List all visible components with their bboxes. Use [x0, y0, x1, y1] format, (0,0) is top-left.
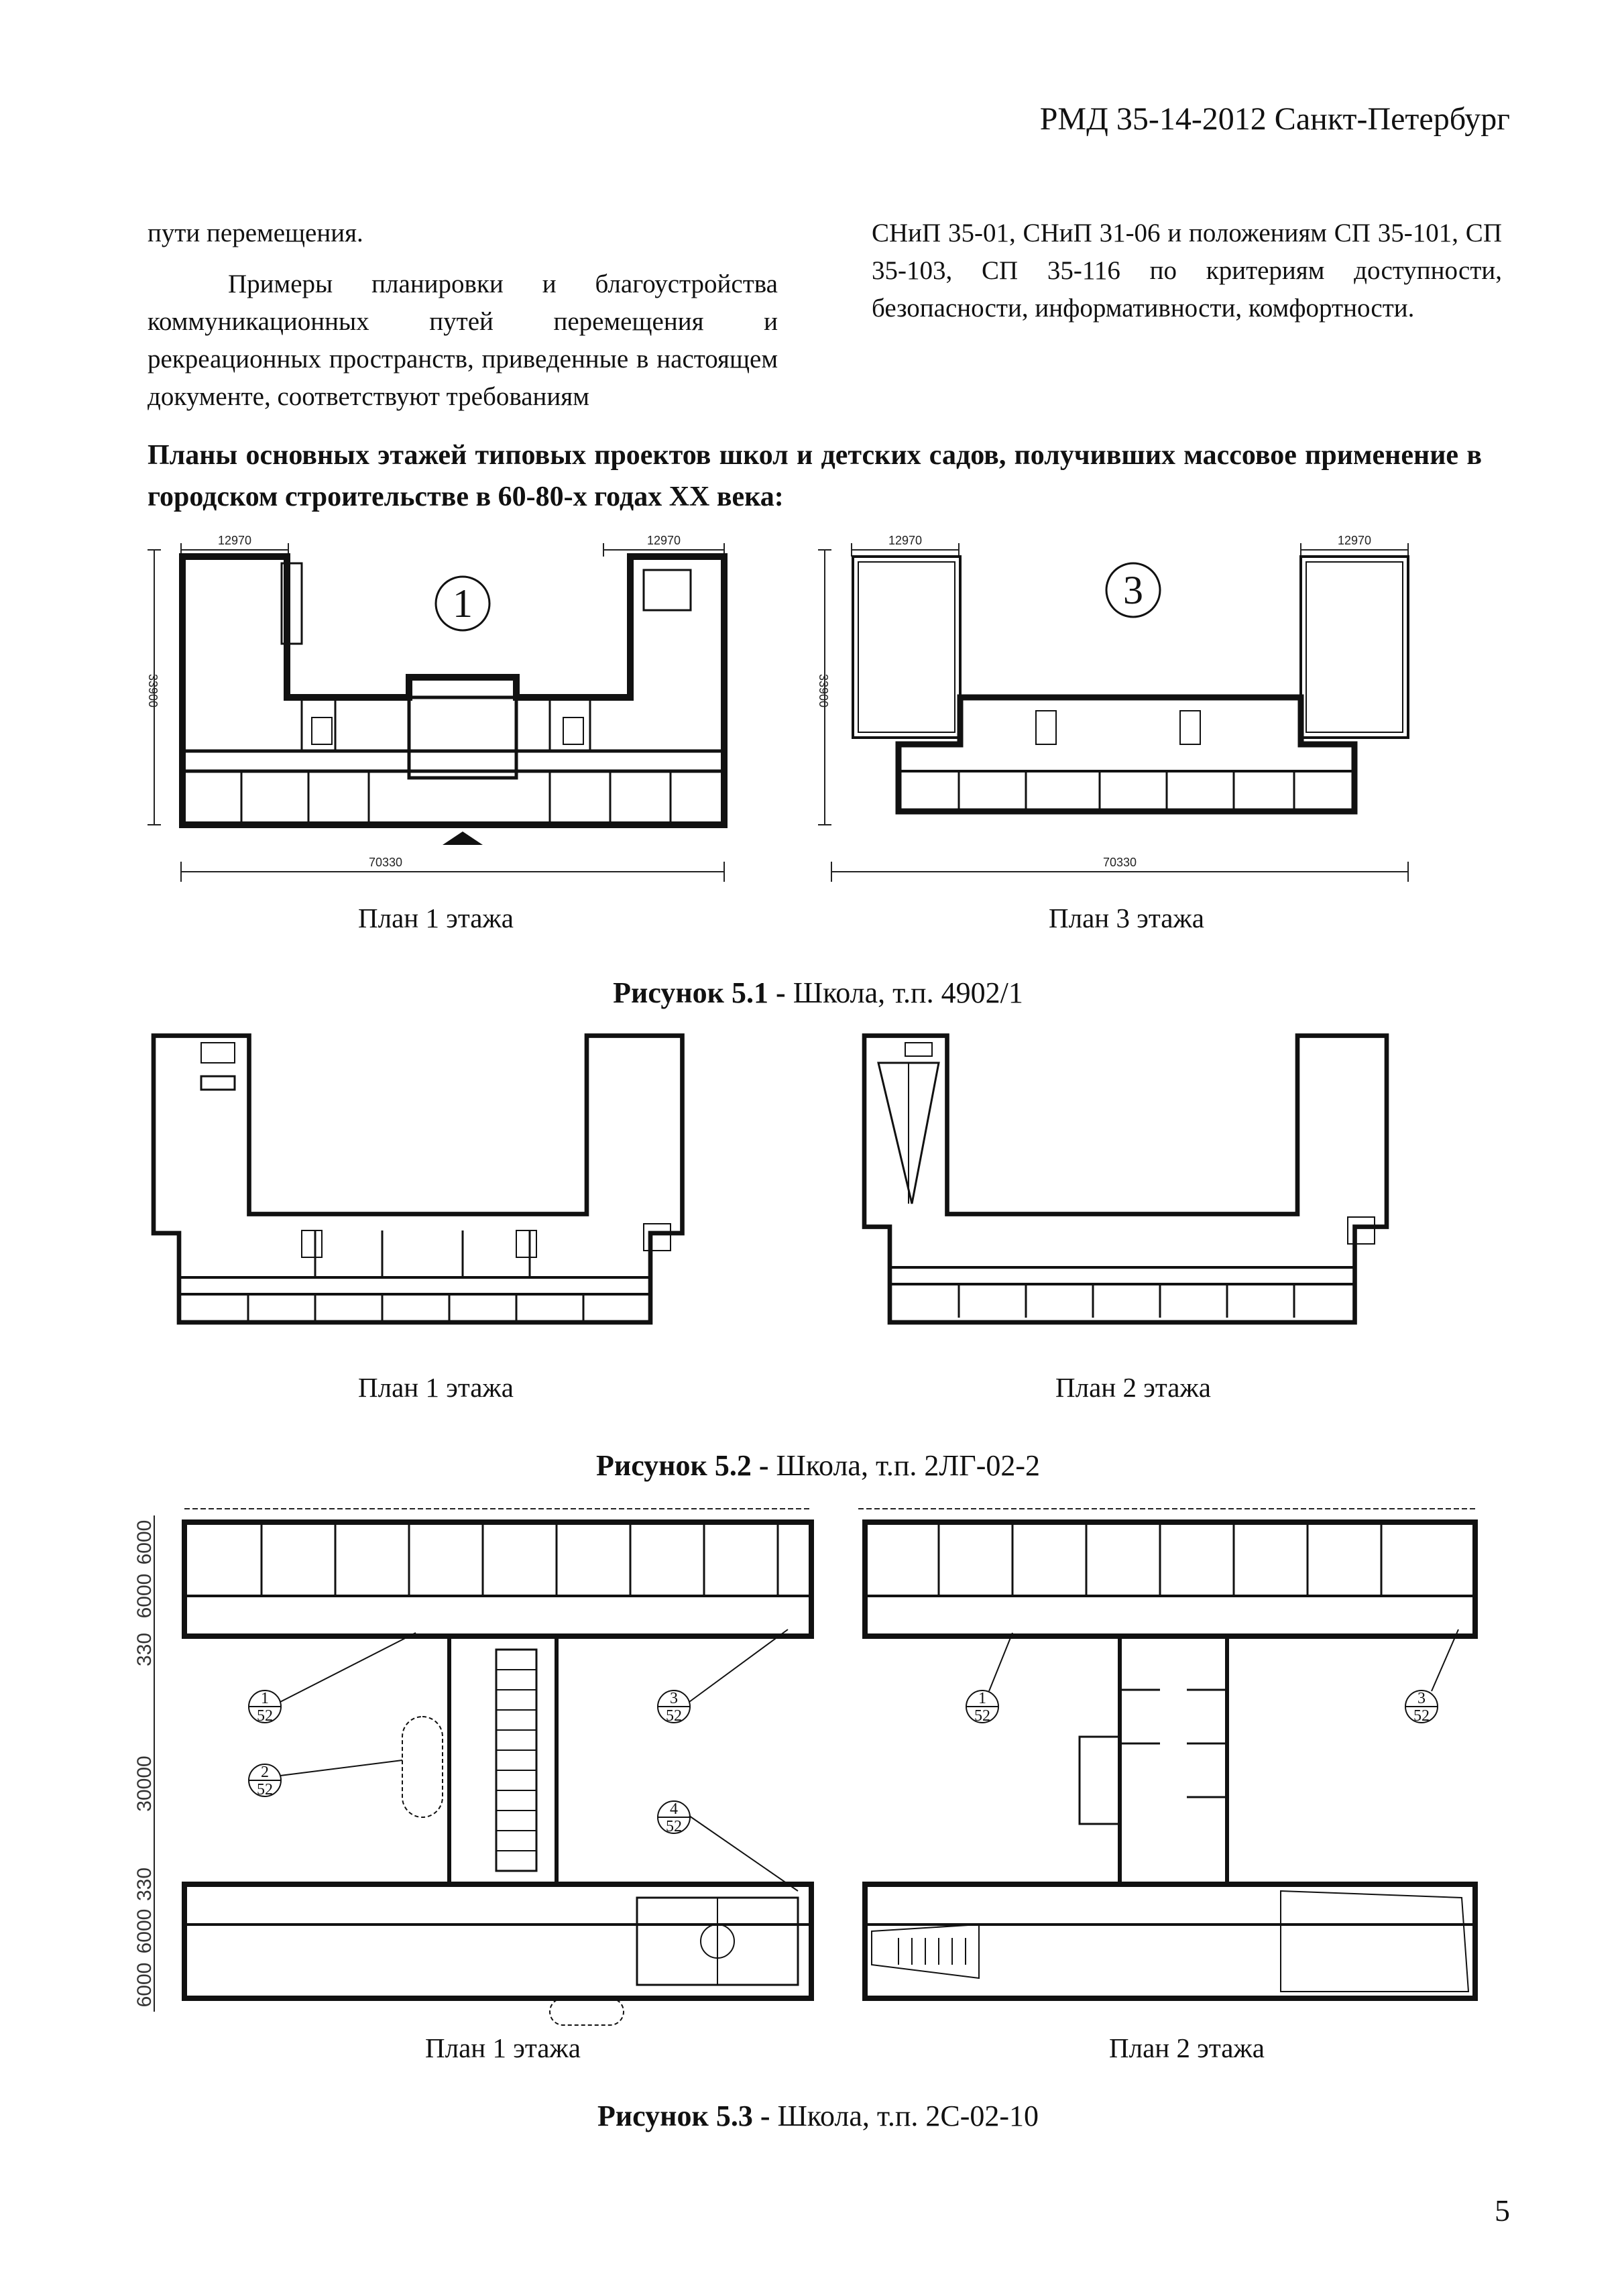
side-dim-3: 330: [133, 1633, 156, 1666]
dim-bottom: 70330: [1103, 856, 1137, 869]
callout-4-52: 4 52: [657, 1800, 799, 1892]
dim-top-left: 12970: [888, 534, 922, 547]
dim-top-right: 12970: [1338, 534, 1371, 547]
figure-5-1-plan-3-drawing: 3 12970 12970 33900 70330: [817, 534, 1409, 882]
callout-1-num: 1: [978, 1690, 986, 1707]
dim-top-right: 12970: [647, 534, 681, 547]
side-dim-1: 6000: [133, 1520, 156, 1565]
dim-side: 33900: [817, 674, 830, 707]
right-text-column: СНиП 35-01, СНиП 31-06 и положениям СП 3…: [872, 215, 1502, 327]
dim-bottom: 70330: [369, 856, 402, 869]
callout-3-52: 3 52: [1405, 1629, 1459, 1725]
callout-3-num: 3: [670, 1690, 678, 1707]
side-dim-6: 6000: [133, 1909, 156, 1954]
figure-5-1-right-caption: План 3 этажа: [1049, 903, 1204, 933]
figure-5-3-plan-2-drawing: 1 52 3 52: [858, 1508, 1478, 2001]
figure-5-2-plan-1-drawing: [151, 1033, 685, 1325]
callout-3-52: 3 52: [657, 1629, 789, 1725]
figure-5-2-caption: Рисунок 5.2 - Школа, т.п. 2ЛГ-02-2: [148, 1448, 1489, 1483]
left-text-column: пути перемещения. Примеры планировки и б…: [148, 215, 778, 416]
figure-5-2-title: Школа, т.п. 2ЛГ-02-2: [776, 1449, 1041, 1482]
left-paragraph-2: Примеры планировки и благоустройства ком…: [148, 270, 778, 411]
dim-side: 33900: [146, 674, 160, 707]
plan-marker-3: 3: [1123, 568, 1143, 612]
figure-5-1-title: Школа, т.п. 4902/1: [793, 976, 1023, 1009]
side-dim-2: 6000: [133, 1574, 156, 1619]
document-header: РМД 35-14-2012 Санкт-Петербург: [1039, 101, 1510, 137]
figure-5-3-plan-1-drawing: 6000 6000 330 30000 330 6000 6000 1 52: [133, 1508, 814, 2026]
left-paragraph-1: пути перемещения.: [148, 219, 363, 247]
callout-1-52: 1 52: [966, 1632, 1013, 1725]
figure-5-2-right-caption: План 2 этажа: [1055, 1372, 1211, 1403]
figure-5-1-label: Рисунок 5.1 -: [613, 976, 786, 1009]
right-paragraph: СНиП 35-01, СНиП 31-06 и положениям СП 3…: [872, 219, 1502, 323]
side-dim-5: 330: [133, 1868, 156, 1901]
callout-4-den: 52: [666, 1818, 682, 1835]
plan-marker-1: 1: [453, 581, 473, 626]
figure-5-1-plan-1-drawing: 1 12970 12970 33900 70330: [146, 534, 728, 882]
dim-top-left: 12970: [218, 534, 251, 547]
callout-1-52: 1 52: [248, 1632, 416, 1725]
side-dim-7: 6000: [133, 1963, 156, 2008]
section-title: Планы основных этажей типовых проектов ш…: [148, 440, 1482, 512]
figure-5-3-label: Рисунок 5.3 -: [597, 2100, 770, 2132]
figure-5-2-left-caption: План 1 этажа: [358, 1372, 514, 1403]
callout-3-den: 52: [666, 1707, 682, 1725]
callout-3-den: 52: [1413, 1707, 1430, 1725]
side-dim-4: 30000: [133, 1756, 156, 1811]
callout-3-num: 3: [1417, 1690, 1426, 1707]
figure-5-3-title: Школа, т.п. 2С-02-10: [777, 2100, 1039, 2132]
callout-4-num: 4: [670, 1800, 678, 1818]
figure-5-1-caption: Рисунок 5.1 - Школа, т.п. 4902/1: [148, 976, 1489, 1010]
figure-5-3-left-caption: План 1 этажа: [425, 2032, 581, 2063]
callout-2-num: 2: [261, 1764, 269, 1781]
figure-5-3-right-caption: План 2 этажа: [1109, 2032, 1265, 2063]
callout-2-den: 52: [257, 1781, 273, 1798]
callout-1-num: 1: [261, 1690, 269, 1707]
callout-2-52: 2 52: [248, 1760, 403, 1798]
figure-5-1-left-caption: План 1 этажа: [358, 903, 514, 933]
page-number: 5: [1495, 2193, 1510, 2228]
callout-1-den: 52: [257, 1707, 273, 1725]
figure-5-3-caption: Рисунок 5.3 - Школа, т.п. 2С-02-10: [148, 2099, 1489, 2133]
callout-1-den: 52: [974, 1707, 990, 1725]
figure-5-2-label: Рисунок 5.2 -: [595, 1449, 769, 1482]
figure-5-2-plan-2-drawing: [862, 1033, 1389, 1325]
